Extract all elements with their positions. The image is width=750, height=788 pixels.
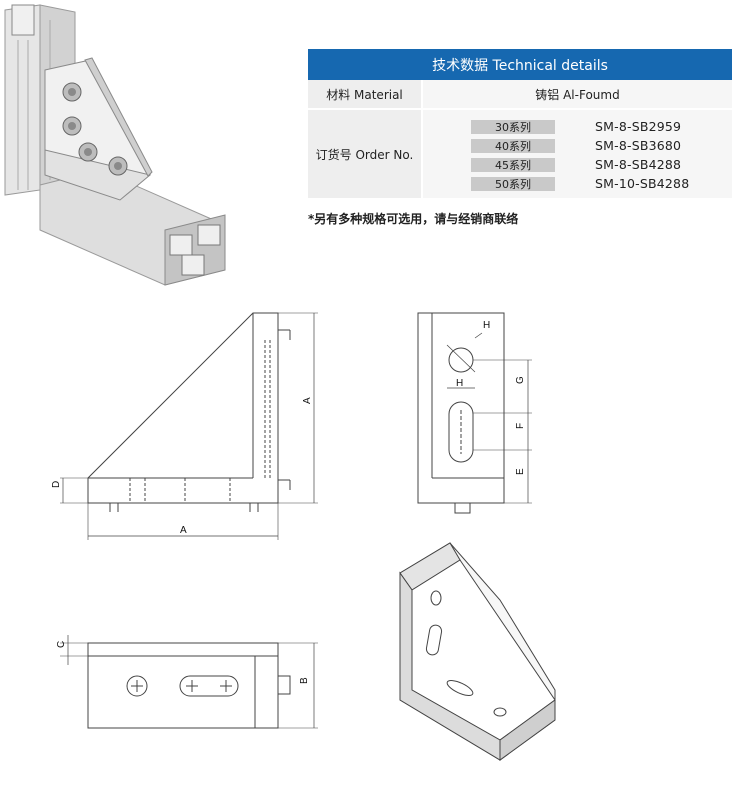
dim-d: D (51, 481, 62, 488)
dim-h-bottom: H (456, 378, 463, 389)
dim-b: B (299, 677, 310, 684)
isometric-view-drawing (399, 542, 556, 761)
material-value: 铸铝 Al-Foumd (423, 80, 732, 108)
series-tag: 45系列 (471, 157, 555, 172)
order-number: SM-8-SB4288 (595, 157, 682, 172)
dim-c: C (56, 641, 67, 648)
footnote: *另有多种规格可选用，请与经销商联络 (308, 212, 519, 226)
bottom-view-drawing (60, 635, 318, 729)
product-photo (4, 4, 226, 286)
order-label: 订货号 Order No. (308, 110, 421, 198)
dim-a-vertical: A (302, 397, 313, 404)
dim-g: G (515, 376, 526, 384)
material-row: 材料 Material 铸铝 Al-Foumd (308, 80, 732, 110)
order-number: SM-8-SB2959 (595, 119, 682, 134)
front-view-drawing (60, 312, 318, 540)
order-number: SM-10-SB4288 (595, 176, 690, 191)
material-label: 材料 Material (308, 80, 421, 108)
order-item: 40系列 SM-8-SB3680 (423, 136, 732, 155)
order-item: 50系列 SM-10-SB4288 (423, 174, 732, 193)
dim-e: E (515, 468, 526, 475)
order-list: 30系列 SM-8-SB2959 40系列 SM-8-SB3680 45系列 S… (423, 110, 732, 198)
order-item: 30系列 SM-8-SB2959 (423, 117, 732, 136)
dim-f: F (515, 423, 526, 429)
order-number: SM-8-SB3680 (595, 138, 682, 153)
dim-h-top: H (483, 320, 490, 331)
series-tag: 40系列 (471, 138, 555, 153)
technical-details-table: 技术数据 Technical details 材料 Material 铸铝 Al… (308, 49, 732, 200)
side-view-drawing (417, 312, 532, 514)
table-header: 技术数据 Technical details (308, 49, 732, 80)
order-row: 订货号 Order No. 30系列 SM-8-SB2959 40系列 SM-8… (308, 110, 732, 200)
series-tag: 30系列 (471, 119, 555, 134)
order-item: 45系列 SM-8-SB4288 (423, 155, 732, 174)
dim-a-horizontal: A (180, 525, 187, 536)
series-tag: 50系列 (471, 176, 555, 191)
